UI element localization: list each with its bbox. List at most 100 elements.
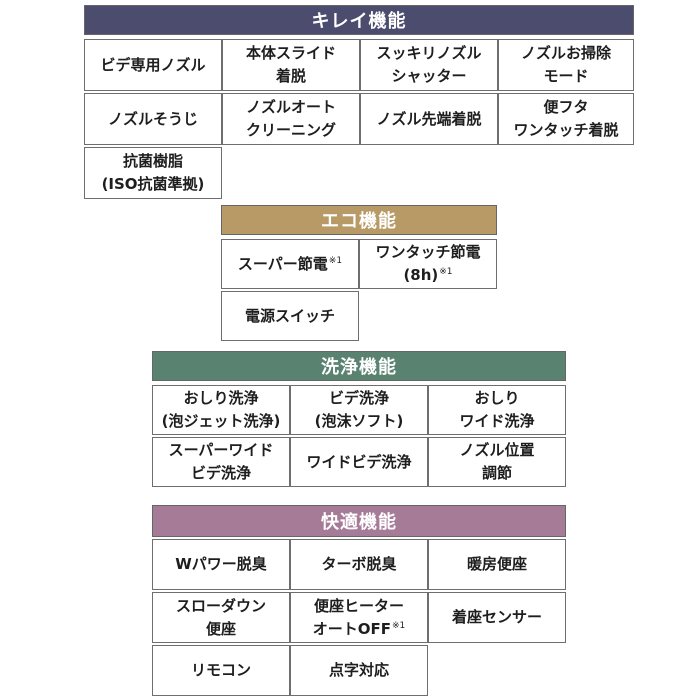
feature-text: 点字対応 bbox=[328, 661, 389, 679]
feature-text: スーパー節電 bbox=[237, 254, 328, 273]
section-header-kirei: キレイ機能 bbox=[84, 5, 634, 35]
feature-text: ワイド洗浄 bbox=[459, 412, 535, 430]
feature-cell: ノズルオートクリーニング bbox=[222, 93, 360, 145]
feature-label: ターボ脱臭 bbox=[321, 553, 396, 576]
feature-text: スッキリノズル bbox=[376, 44, 482, 62]
feature-text: 抗菌樹脂 bbox=[122, 152, 183, 170]
feature-text: おしり bbox=[474, 389, 520, 407]
feature-label: モード bbox=[543, 65, 588, 88]
feature-text: ビデ洗浄 bbox=[328, 389, 389, 407]
feature-text: 暖房便座 bbox=[466, 555, 527, 573]
feature-text: ターボ脱臭 bbox=[321, 555, 397, 573]
feature-cell: ワイドビデ洗浄 bbox=[290, 437, 428, 487]
feature-label: 便座ヒーター bbox=[314, 595, 404, 618]
feature-text: スローダウン bbox=[175, 596, 266, 615]
feature-label: 便座 bbox=[206, 618, 236, 641]
feature-text: (泡沫ソフト) bbox=[314, 412, 404, 430]
feature-text: 電源スイッチ bbox=[244, 306, 335, 325]
feature-cell: ビデ洗浄 (泡沫ソフト) bbox=[290, 385, 428, 435]
feature-label: ワンタッチ節電 bbox=[375, 241, 480, 264]
feature-cell: 点字対応 bbox=[290, 645, 428, 696]
feature-label: ノズルそうじ bbox=[108, 108, 198, 131]
feature-label: オートOFF※1 bbox=[313, 618, 406, 641]
feature-cell: 着座センサー bbox=[428, 592, 566, 643]
feature-cell: ワンタッチ節電 (8h)※1 bbox=[359, 239, 497, 289]
feature-cell: 電源スイッチ bbox=[221, 291, 359, 341]
feature-cell: スーパー節電※1 bbox=[221, 239, 359, 289]
footnote-mark: ※1 bbox=[439, 267, 453, 277]
feature-text: ワンタッチ節電 bbox=[375, 243, 481, 261]
feature-label: おしり bbox=[474, 387, 519, 410]
feature-label: 暖房便座 bbox=[467, 553, 527, 576]
feature-label: ビデ専用ノズル bbox=[100, 54, 205, 77]
feature-cell: 暖房便座 bbox=[428, 539, 566, 590]
feature-label: シャッター bbox=[391, 65, 466, 88]
feature-text: Wパワー脱臭 bbox=[175, 555, 267, 573]
feature-label: おしり洗浄 bbox=[183, 387, 258, 410]
feature-text: ワイドビデ洗浄 bbox=[306, 452, 412, 471]
feature-text: 着脱 bbox=[275, 67, 306, 85]
feature-cell: リモコン bbox=[152, 645, 290, 696]
feature-text: ビデ洗浄 bbox=[190, 464, 251, 482]
feature-text: ノズル先端着脱 bbox=[376, 109, 482, 128]
feature-text: ビデ専用ノズル bbox=[100, 55, 206, 74]
feature-cell: スッキリノズルシャッター bbox=[360, 39, 498, 91]
feature-label: 点字対応 bbox=[329, 659, 389, 682]
feature-text: 本体スライド bbox=[245, 44, 336, 62]
feature-cell: おしりワイド洗浄 bbox=[428, 385, 566, 435]
section-header-senjo: 洗浄機能 bbox=[152, 351, 566, 381]
feature-text: ノズルオート bbox=[245, 98, 336, 116]
feature-text: (ISO抗菌準拠) bbox=[101, 175, 205, 193]
feature-label: クリーニング bbox=[246, 119, 336, 142]
feature-label: 抗菌樹脂 bbox=[123, 150, 183, 173]
feature-label: 調節 bbox=[482, 462, 512, 485]
feature-label: 本体スライド bbox=[246, 42, 336, 65]
feature-cell: ターボ脱臭 bbox=[290, 539, 428, 590]
feature-label: スーパー節電※1 bbox=[238, 253, 342, 276]
feature-label: リモコン bbox=[191, 659, 251, 682]
feature-cell: ノズルそうじ bbox=[84, 93, 222, 145]
feature-label: ノズルオート bbox=[246, 96, 336, 119]
feature-cell: おしり洗浄(泡ジェット洗浄) bbox=[152, 385, 290, 435]
feature-label: スーパーワイド bbox=[169, 439, 274, 462]
feature-label: ビデ洗浄 bbox=[329, 387, 389, 410]
feature-text: オートOFF bbox=[312, 619, 391, 638]
section-senjo: 洗浄機能 おしり洗浄(泡ジェット洗浄) ビデ洗浄 (泡沫ソフト) おしりワイド洗浄スー… bbox=[152, 351, 566, 491]
section-header-kaiteki: 快適機能 bbox=[152, 505, 566, 537]
feature-text: 着座センサー bbox=[451, 608, 542, 626]
footnote-mark: ※1 bbox=[328, 255, 343, 266]
feature-text: 便座 bbox=[205, 619, 236, 638]
feature-text: おしり洗浄 bbox=[183, 389, 259, 407]
feature-text: シャッター bbox=[391, 67, 467, 85]
feature-cell: ビデ専用ノズル bbox=[84, 39, 222, 91]
footnote-mark: ※1 bbox=[391, 620, 406, 631]
section-header-eco: エコ機能 bbox=[221, 205, 497, 235]
feature-label: Wパワー脱臭 bbox=[175, 553, 267, 576]
feature-label: ワイドビデ洗浄 bbox=[306, 451, 411, 474]
feature-label: ワイド洗浄 bbox=[459, 410, 534, 433]
feature-cell: スローダウン便座 bbox=[152, 592, 290, 643]
feature-cell: 抗菌樹脂 (ISO抗菌準拠) bbox=[84, 147, 222, 199]
feature-cell: 本体スライド着脱 bbox=[222, 39, 360, 91]
feature-label: ノズル位置 bbox=[459, 439, 534, 462]
feature-text: (8h) bbox=[403, 266, 439, 284]
feature-text: クリーニング bbox=[245, 121, 336, 139]
feature-label: ビデ洗浄 bbox=[191, 462, 251, 485]
feature-text: ノズル位置 bbox=[459, 441, 535, 459]
feature-label: 便フタ bbox=[543, 96, 588, 119]
feature-label: (8h)※1 bbox=[403, 264, 452, 287]
feature-cell: Wパワー脱臭 bbox=[152, 539, 290, 590]
feature-cell: 便座ヒーターオートOFF※1 bbox=[290, 592, 428, 643]
feature-cell: ノズル位置調節 bbox=[428, 437, 566, 487]
feature-text: ノズルお掃除 bbox=[520, 44, 611, 62]
feature-text: ワンタッチ着脱 bbox=[513, 121, 619, 139]
feature-label: (泡沫ソフト) bbox=[315, 410, 404, 433]
feature-label: 着座センサー bbox=[452, 606, 542, 629]
feature-label: ノズル先端着脱 bbox=[376, 108, 481, 131]
feature-text: モード bbox=[543, 67, 589, 85]
feature-label: スローダウン bbox=[176, 595, 266, 618]
feature-text: 便フタ bbox=[543, 98, 589, 116]
section-kirei: キレイ機能 ビデ専用ノズル本体スライド着脱スッキリノズルシャッターノズルお掃除モ… bbox=[84, 5, 634, 199]
feature-label: 電源スイッチ bbox=[245, 305, 335, 328]
